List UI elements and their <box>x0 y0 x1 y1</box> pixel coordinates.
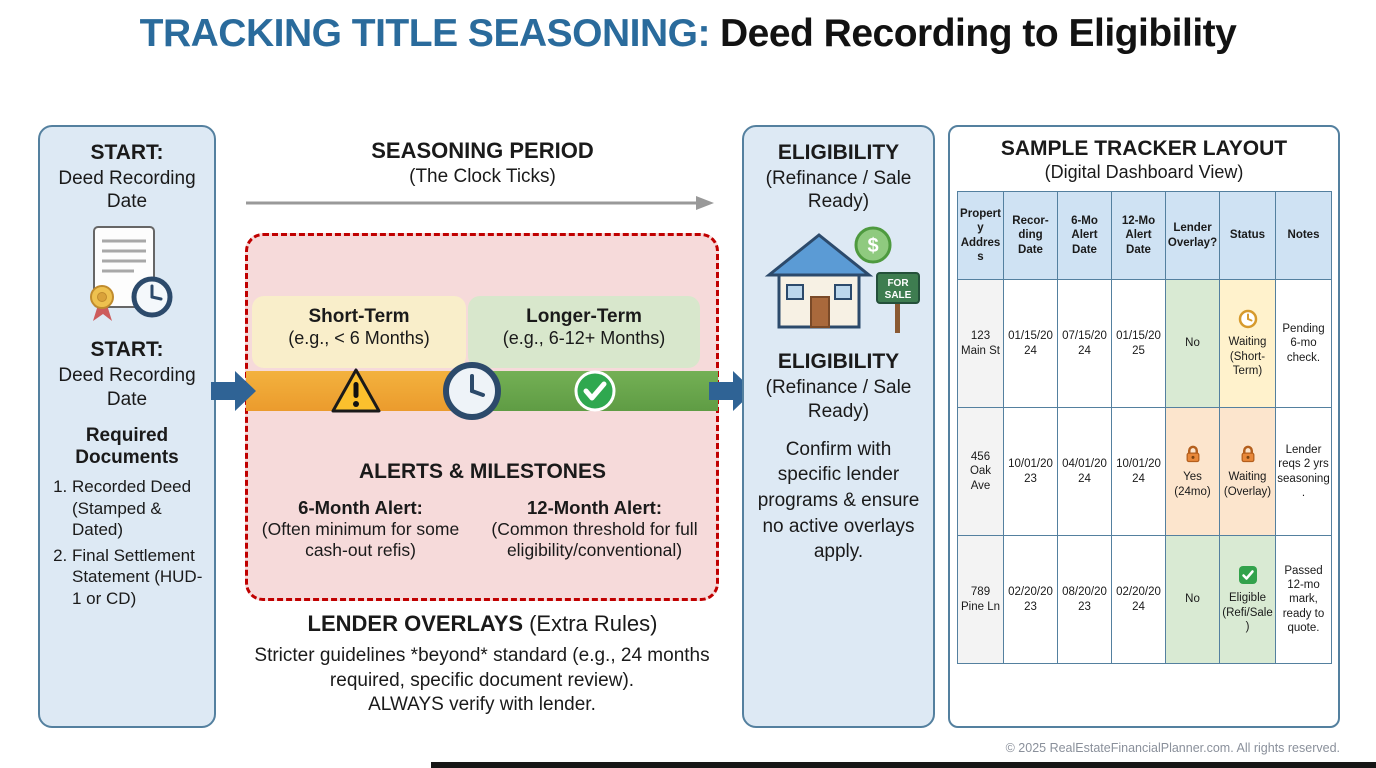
seasoning-subheading: (The Clock Ticks) <box>409 166 556 187</box>
lender-overlays-line2: ALWAYS verify with lender. <box>368 694 596 716</box>
checkmark-circle-icon <box>573 369 617 418</box>
start-panel: START: Deed Recording Date START: Deed R… <box>38 125 216 728</box>
overlay-text: Yes (24mo) <box>1174 471 1211 498</box>
twelve-month-alert-desc: (Common threshold for full eligibility/c… <box>491 519 698 561</box>
eligibility-panel: ELIGIBILITY (Refinance / Sale Ready) $ F… <box>742 125 935 728</box>
lender-overlays-title: LENDER OVERLAYS <box>307 611 524 636</box>
page-title: TRACKING TITLE SEASONING:Deed Recording … <box>0 12 1376 56</box>
table-row: 456 Oak Ave 10/01/2023 04/01/2024 10/01/… <box>957 407 1332 536</box>
status-text: Waiting (Overlay) <box>1223 471 1272 498</box>
tracker-heading: SAMPLE TRACKER LAYOUT <box>1000 137 1288 160</box>
short-term-box: Short-Term (e.g., < 6 Months) <box>252 296 466 368</box>
tracker-panel: SAMPLE TRACKER LAYOUT (Digital Dashboard… <box>948 125 1340 728</box>
start-heading-2: START: <box>90 338 164 362</box>
column-header-notes: Notes <box>1275 191 1332 280</box>
lock-icon <box>1183 444 1203 468</box>
lock-icon <box>1238 444 1258 468</box>
cell-address: 456 Oak Ave <box>957 407 1004 536</box>
eligibility-subheading: (Refinance / Sale Ready) <box>765 168 912 213</box>
cell-recording-date: 10/01/2023 <box>1003 407 1058 536</box>
column-header-recording: Recor-ding Date <box>1003 191 1058 280</box>
short-term-subtitle: (e.g., < 6 Months) <box>288 328 430 348</box>
longer-term-subtitle: (e.g., 6-12+ Months) <box>502 328 666 348</box>
tracker-table: Property Address Recor-ding Date 6-Mo Al… <box>957 191 1332 664</box>
table-row: 123 Main St 01/15/2024 07/15/2024 01/15/… <box>957 279 1332 408</box>
cell-notes: Lender reqs 2 yrs seasoning. <box>1275 407 1332 536</box>
cell-overlay: No <box>1165 535 1220 664</box>
lender-overlays-body: Stricter guidelines *beyond* standard (e… <box>232 644 732 718</box>
cell-6mo-date: 08/20/2023 <box>1057 535 1112 664</box>
twelve-month-alert: 12-Month Alert: (Common threshold for fu… <box>472 497 717 562</box>
required-doc-item: Recorded Deed (Stamped & Dated) <box>72 476 206 540</box>
start-subheading: Deed Recording Date <box>58 168 196 213</box>
cell-12mo-date: 10/01/2024 <box>1111 407 1166 536</box>
table-row: 789 Pine Ln 02/20/2023 08/20/2023 02/20/… <box>957 535 1332 664</box>
lender-overlays-title-suffix: (Extra Rules) <box>529 611 658 636</box>
clock-status-icon <box>1238 309 1258 333</box>
cell-notes: Pending 6-mo check. <box>1275 279 1332 408</box>
cell-notes: Passed 12-mo mark, ready to quote. <box>1275 535 1332 664</box>
cell-recording-date: 01/15/2024 <box>1003 279 1058 408</box>
cell-status: Waiting (Short-Term) <box>1219 279 1276 408</box>
flow-arrow-into-seasoning <box>211 369 257 418</box>
copyright-text: © 2025 RealEstateFinancialPlanner.com. A… <box>1005 741 1340 755</box>
dollar-coin-symbol: $ <box>867 235 878 257</box>
six-month-alert-title: 6-Month Alert: <box>298 497 423 518</box>
column-header-6mo: 6-Mo Alert Date <box>1057 191 1112 280</box>
cell-address: 123 Main St <box>957 279 1004 408</box>
for-sale-sign-line2: SALE <box>884 290 911 301</box>
table-header-row: Property Address Recor-ding Date 6-Mo Al… <box>957 191 1332 280</box>
status-text: Eligible (Refi/Sale) <box>1222 592 1273 633</box>
cell-12mo-date: 01/15/2025 <box>1111 279 1166 408</box>
required-docs-list: Recorded Deed (Stamped & Dated) Final Se… <box>48 476 206 609</box>
column-header-property: Property Address <box>957 191 1004 280</box>
start-heading: START: <box>90 141 164 164</box>
page-title-highlight: TRACKING TITLE SEASONING: <box>139 12 711 55</box>
cell-6mo-date: 04/01/2024 <box>1057 407 1112 536</box>
warning-triangle-icon <box>330 367 382 420</box>
tracker-subheading: (Digital Dashboard View) <box>1044 162 1244 182</box>
longer-term-title: Longer-Term <box>526 306 642 327</box>
six-month-alert: 6-Month Alert: (Often minimum for some c… <box>258 497 463 562</box>
bottom-bar <box>431 762 1376 768</box>
short-term-title: Short-Term <box>308 306 410 327</box>
lender-overlays-heading: LENDER OVERLAYS(Extra Rules) <box>225 611 740 637</box>
column-header-12mo: 12-Mo Alert Date <box>1111 191 1166 280</box>
required-doc-item: Final Settlement Statement (HUD-1 or CD) <box>72 545 206 609</box>
column-header-status: Status <box>1219 191 1276 280</box>
start-subheading-2: Deed Recording Date <box>58 365 196 410</box>
cell-12mo-date: 02/20/2024 <box>1111 535 1166 664</box>
eligibility-note: Confirm with specific lender programs & … <box>757 438 920 563</box>
twelve-month-alert-title: 12-Month Alert: <box>527 497 662 518</box>
page-title-rest: Deed Recording to Eligibility <box>719 12 1237 55</box>
for-sale-sign-line1: FOR <box>887 278 909 289</box>
seasoning-heading: SEASONING PERIOD <box>371 138 594 163</box>
eligibility-heading: ELIGIBILITY <box>777 141 900 164</box>
cell-status: Eligible (Refi/Sale) <box>1219 535 1276 664</box>
cell-overlay: Yes (24mo) <box>1165 407 1220 536</box>
required-docs-heading: Required Documents <box>75 424 179 468</box>
timeline-arrow <box>246 194 716 217</box>
lender-overlays-line1: Stricter guidelines *beyond* standard (e… <box>254 645 710 691</box>
longer-term-box: Longer-Term (e.g., 6-12+ Months) <box>468 296 700 368</box>
clock-milestone-icon <box>442 361 502 426</box>
cell-address: 789 Pine Ln <box>957 535 1004 664</box>
cell-overlay: No <box>1165 279 1220 408</box>
eligibility-subheading-2: (Refinance / Sale Ready) <box>765 377 912 422</box>
cell-recording-date: 02/20/2023 <box>1003 535 1058 664</box>
column-header-overlay: Lender Overlay? <box>1165 191 1220 280</box>
alerts-heading: ALERTS & MILESTONES <box>359 460 606 483</box>
eligibility-heading-2: ELIGIBILITY <box>777 350 900 374</box>
cell-6mo-date: 07/15/2024 <box>1057 279 1112 408</box>
cell-status: Waiting (Overlay) <box>1219 407 1276 536</box>
check-square-icon <box>1238 565 1258 589</box>
six-month-alert-desc: (Often minimum for some cash-out refis) <box>261 519 460 561</box>
status-text: Waiting (Short-Term) <box>1228 336 1267 377</box>
deed-document-clock-icon <box>48 225 206 330</box>
house-for-sale-icon: $ FOR SALE <box>752 225 925 342</box>
